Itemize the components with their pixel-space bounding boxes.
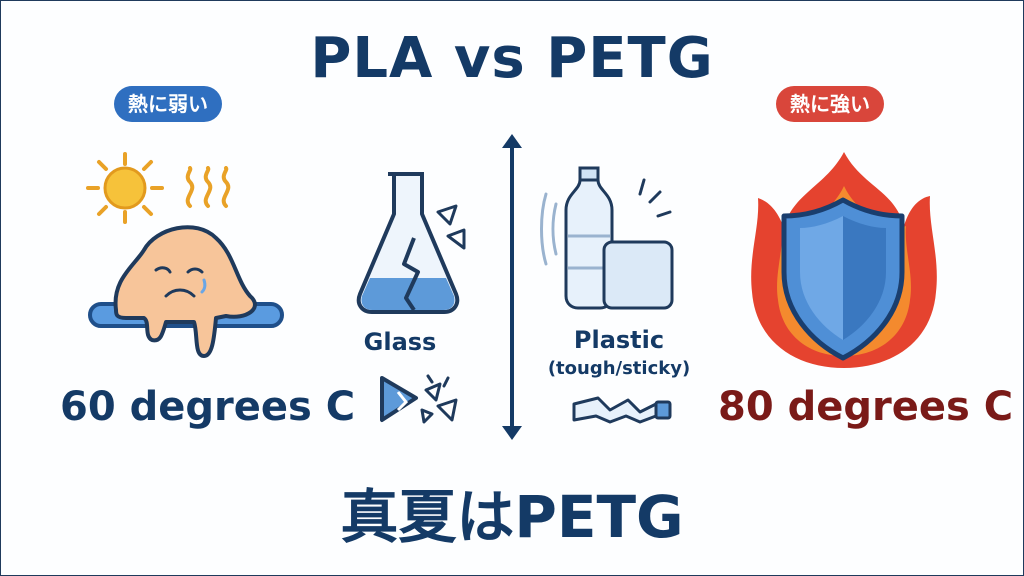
crushed-bottle-icon	[572, 396, 672, 424]
plastic-label: Plastic	[573, 326, 665, 354]
weak-heat-badge: 熱に弱い	[114, 86, 222, 122]
double-arrow-icon	[502, 134, 522, 440]
pla-temperature: 60 degrees C	[60, 384, 356, 430]
shield-icon	[781, 197, 905, 361]
glass-shards-icon	[380, 374, 458, 424]
sun-icon	[86, 152, 164, 224]
heat-waves-icon	[185, 166, 231, 208]
plastic-sub-label: (tough/sticky)	[547, 358, 691, 379]
page-title: PLA vs PETG	[310, 26, 714, 91]
plastic-bottle-icon	[540, 166, 674, 310]
strong-heat-badge: 熱に強い	[776, 86, 884, 122]
petg-temperature: 80 degrees C	[718, 384, 1014, 430]
summer-conclusion: 真夏はPETG	[340, 483, 684, 551]
glass-label: Glass	[363, 328, 437, 356]
broken-flask-icon	[356, 172, 466, 314]
melting-blob-icon	[88, 225, 284, 358]
